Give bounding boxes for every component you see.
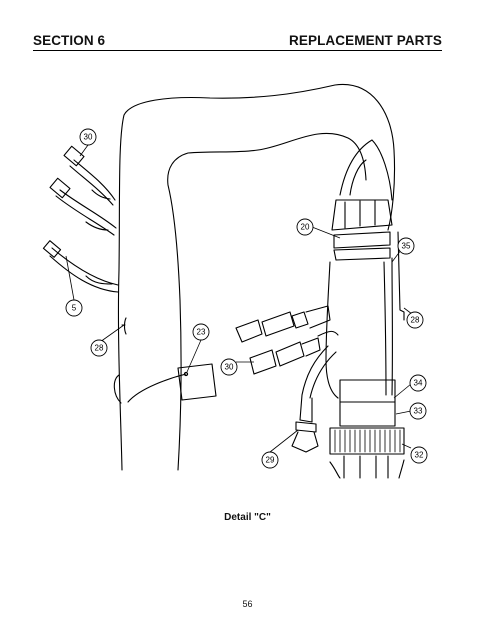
callout-label: 32 [415,451,424,460]
callout-circle [65,299,83,317]
callout-label: 30 [84,133,93,142]
callout-label: 20 [301,223,310,232]
callout-label: 28 [95,344,104,353]
callout-label: 28 [411,316,420,325]
callout-circle [410,446,428,464]
section-title: REPLACEMENT PARTS [289,33,442,48]
callout-circle [409,374,427,392]
callout-circle [90,339,108,357]
callout-circle [192,323,210,341]
callout-circle [296,218,314,236]
callout-circle [220,358,238,376]
callout-label: 35 [402,242,411,251]
callout-label: 34 [414,379,423,388]
section-heading: SECTION 6 [33,33,106,48]
callout-label: 33 [414,407,423,416]
callout-circle [397,237,415,255]
cable-loop-inner [167,132,367,471]
cable-loop [117,83,396,471]
figure-caption: Detail "C" [224,512,271,523]
callout-label: 29 [266,456,275,465]
callout-label: 23 [197,328,206,337]
callout-label: 30 [225,363,234,372]
callout-circle [409,402,427,420]
callout-circle [406,311,424,329]
callout-label: 5 [72,304,77,313]
page-number: 56 [242,599,253,609]
callout-circle [261,451,279,469]
header-rule [33,50,442,51]
callout-circle [79,128,97,146]
